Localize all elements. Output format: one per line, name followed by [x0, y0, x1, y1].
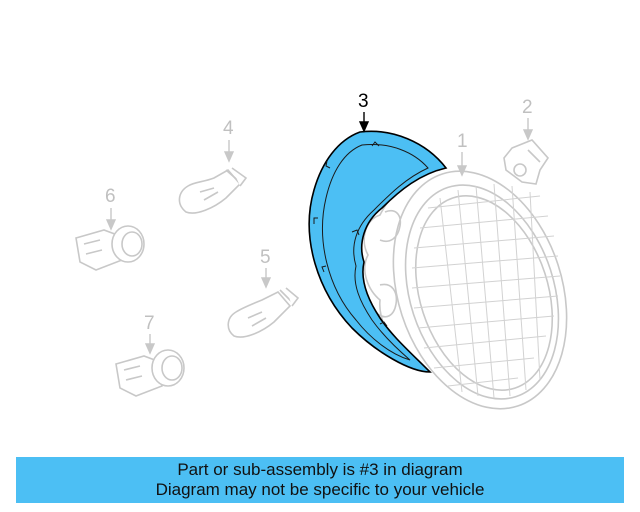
- leader-line-2: [522, 118, 534, 141]
- leader-line-1: [456, 152, 468, 177]
- callout-5[interactable]: 5: [260, 247, 271, 268]
- part-4-bulb[interactable]: [178, 167, 248, 214]
- callout-6[interactable]: 6: [105, 186, 116, 207]
- callout-3[interactable]: 3: [358, 91, 369, 112]
- part-1-headlamp-assembly[interactable]: [363, 149, 595, 432]
- leader-line-6: [105, 208, 117, 231]
- leader-line-3: [358, 112, 370, 133]
- callout-1[interactable]: 1: [457, 131, 468, 152]
- info-banner: Part or sub-assembly is #3 in diagram Di…: [16, 457, 624, 503]
- part-6-socket[interactable]: [75, 225, 145, 271]
- part-7-socket[interactable]: [115, 349, 185, 397]
- leader-line-4: [223, 140, 235, 163]
- banner-line-part-number: Part or sub-assembly is #3 in diagram: [177, 460, 463, 479]
- banner-line-disclaimer: Diagram may not be specific to your vehi…: [155, 480, 485, 499]
- leader-line-7: [144, 334, 156, 355]
- callout-4[interactable]: 4: [223, 118, 234, 139]
- part-3-headlamp-gasket[interactable]: [308, 130, 448, 373]
- leader-line-5: [260, 268, 272, 289]
- callout-7[interactable]: 7: [144, 313, 155, 334]
- part-5-bulb[interactable]: [227, 287, 300, 338]
- callout-2[interactable]: 2: [522, 97, 533, 118]
- part-2-bulb-socket[interactable]: [503, 139, 550, 185]
